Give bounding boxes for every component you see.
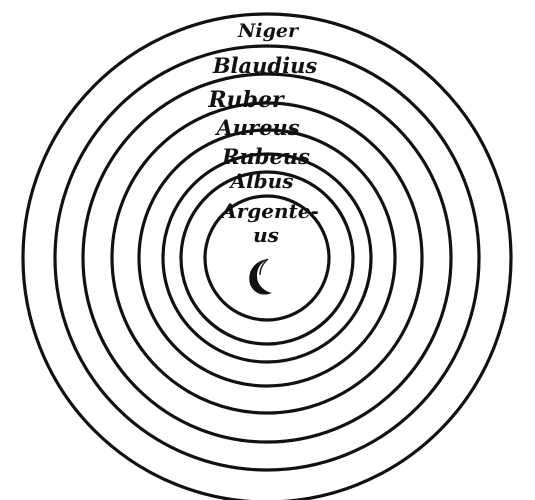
ring-label-argenteus-line2: us <box>253 223 279 247</box>
ring-5 <box>137 128 397 388</box>
crescent-moon-icon <box>249 258 272 295</box>
ring-label-argenteus-line1: Argente- <box>219 199 319 223</box>
ring-outer <box>21 12 513 500</box>
ring-6 <box>161 152 373 364</box>
ring-label-ruber: Ruber <box>207 87 285 113</box>
ring-7 <box>179 170 355 346</box>
ring-3 <box>81 72 453 444</box>
ring-label-aureus: Aureus <box>214 115 299 140</box>
ring-label-niger: Niger <box>237 20 300 42</box>
ring-label-rubeus: Rubeus <box>221 144 310 169</box>
ring-label-blaudius: Blaudius <box>212 53 318 78</box>
ring-label-albus: Albus <box>229 169 294 193</box>
ring-inner <box>203 194 331 322</box>
ring-2 <box>53 44 481 472</box>
ring-4 <box>110 101 424 415</box>
